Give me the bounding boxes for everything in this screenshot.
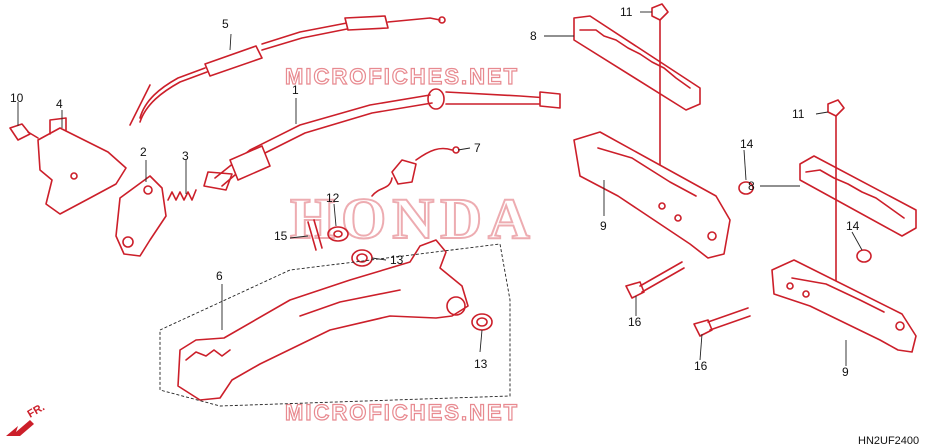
brand-watermark: HONDA (290, 186, 536, 251)
part-6-brake-pedal (177, 239, 469, 401)
callout-6: 6 (216, 269, 223, 283)
callout-11-right: 11 (792, 107, 805, 121)
callout-8-left: 8 (530, 29, 537, 43)
callout-2: 2 (140, 145, 147, 159)
callout-10: 10 (10, 91, 24, 105)
callout-12: 12 (326, 191, 340, 205)
part-9-footrest-bracket-left (573, 131, 731, 259)
watermark-top: MICROFICHES.NET (285, 64, 519, 89)
watermark-bottom: MICROFICHES.NET (285, 400, 519, 425)
front-direction-label: FR. (26, 401, 47, 420)
part-10-bolt (9, 123, 39, 141)
part-12-washer (327, 226, 349, 242)
part-14-nut-left (738, 181, 754, 195)
callout-15: 15 (274, 229, 288, 243)
part-13-bushing-upper (351, 249, 373, 267)
callout-14-left: 14 (740, 137, 754, 151)
callout-9-left: 9 (600, 219, 607, 233)
part-1-cable (203, 88, 561, 191)
leader-lines (17, 11, 863, 366)
callout-13-upper: 13 (390, 253, 404, 267)
callout-16-left: 16 (628, 315, 642, 329)
callout-3: 3 (182, 149, 189, 163)
callout-8-right: 8 (748, 179, 755, 193)
part-8-footrest-pad-right (799, 155, 917, 237)
callout-9-right: 9 (842, 365, 849, 379)
callout-4: 4 (56, 97, 63, 111)
part-5-cable (129, 15, 446, 126)
callout-7: 7 (474, 141, 481, 155)
part-2-lever (115, 175, 167, 257)
part-7-spring (371, 146, 460, 197)
callout-11-left: 11 (620, 5, 633, 19)
callout-16-right: 16 (694, 359, 708, 373)
part-4-bracket (37, 117, 127, 215)
callout-14-right: 14 (846, 219, 860, 233)
part-11-bolt-left (651, 3, 669, 179)
part-9-footrest-bracket-right (771, 259, 917, 353)
callout-5: 5 (222, 17, 229, 31)
part-8-footrest-pad-left (573, 15, 701, 111)
part-11-bolt-right (827, 99, 845, 291)
part-14-nut-right (856, 249, 872, 263)
front-direction-arrow: FR. (6, 401, 47, 436)
part-3-spring (167, 189, 197, 201)
part-16-bolt-left (625, 261, 685, 299)
callout-13-lower: 13 (474, 357, 488, 371)
callout-1: 1 (292, 83, 299, 97)
part-15-pin (307, 219, 323, 251)
diagram-code: HN2UF2400 (858, 435, 919, 447)
part-13-bushing-lower (471, 313, 493, 331)
part-16-bolt-right (693, 307, 751, 337)
